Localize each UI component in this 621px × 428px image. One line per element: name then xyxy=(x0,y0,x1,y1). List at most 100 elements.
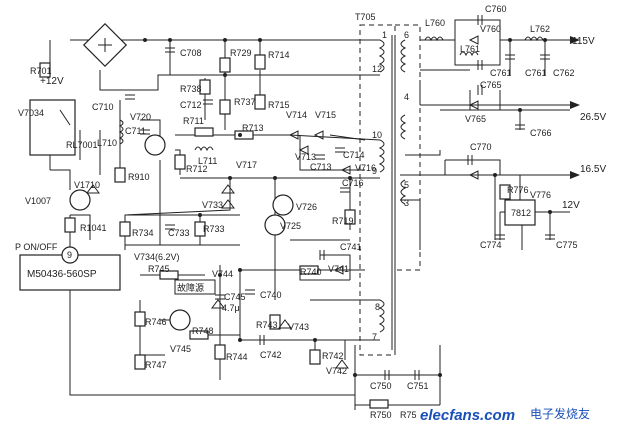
inductor-symbols xyxy=(118,36,544,152)
label-R742: R742 xyxy=(322,351,344,361)
label-V726: V726 xyxy=(296,202,317,212)
label-V776: V776 xyxy=(530,190,551,200)
label-C712: C712 xyxy=(180,100,202,110)
label-C714: C714 xyxy=(343,150,365,160)
label-C733: C733 xyxy=(168,228,190,238)
label-V716: V716 xyxy=(355,163,376,173)
pin-8: 8 xyxy=(375,302,380,312)
label-C708: C708 xyxy=(180,48,202,58)
label-C775: C775 xyxy=(556,240,578,250)
pin-9: 9 xyxy=(372,166,377,176)
junction-dots xyxy=(143,38,552,377)
output-arrows xyxy=(570,36,580,179)
label-R712: R712 xyxy=(186,164,208,174)
label-R747: R747 xyxy=(145,360,167,370)
rail-16v: 16.5V xyxy=(580,164,606,175)
label-V741: V741 xyxy=(328,264,349,274)
label-R714: R714 xyxy=(268,50,290,60)
label-V733: V733 xyxy=(202,200,223,210)
label-V744: V744 xyxy=(212,269,233,279)
label-R738: R738 xyxy=(180,84,202,94)
label-L762: L762 xyxy=(530,24,550,34)
pin-1: 1 xyxy=(382,30,387,40)
label-R711: R711 xyxy=(183,116,204,126)
pin-4: 4 xyxy=(404,92,409,102)
label-C774: C774 xyxy=(480,240,502,250)
label-C765: C765 xyxy=(480,80,502,90)
watermark: elecfans.com 电子发烧友 xyxy=(420,406,590,424)
rail-115v: 115V xyxy=(572,36,595,47)
label-R750: R750 xyxy=(370,410,392,420)
label-L760: L760 xyxy=(425,18,445,28)
label-R746: R746 xyxy=(145,317,167,327)
label-R715: R715 xyxy=(268,100,290,110)
label-R751: R75 xyxy=(400,410,417,420)
label-C716: C716 xyxy=(342,178,364,188)
diode-symbols xyxy=(30,35,479,369)
label-L711: L711 xyxy=(198,156,217,166)
label-V765: V765 xyxy=(465,114,486,124)
label-C711: C711 xyxy=(125,126,146,136)
label-V715: V715 xyxy=(315,110,336,120)
label-T705: T705 xyxy=(355,12,376,22)
transformer-T705 xyxy=(359,24,421,356)
label-C745: C745 xyxy=(224,292,246,302)
label-R745: R745 xyxy=(148,264,170,274)
label-V734: V734(6.2V) xyxy=(134,252,180,262)
label-C761a: C761 xyxy=(490,68,512,78)
label-C761b: C761 xyxy=(525,68,547,78)
label-C710: C710 xyxy=(92,102,114,112)
label-R910: R910 xyxy=(128,172,150,182)
label-V720: V720 xyxy=(130,112,151,122)
c745-value: 4.7μ xyxy=(222,303,240,313)
label-C742: C742 xyxy=(260,350,282,360)
regulator-7812 xyxy=(504,199,536,226)
label-R776: R776 xyxy=(507,185,529,195)
label-V1007: V1007 xyxy=(25,196,51,206)
label-V725: V725 xyxy=(280,221,301,231)
controller-label: M50436-560SP xyxy=(27,269,97,280)
label-R713: R713 xyxy=(242,123,264,133)
labels: T705 1 12 10 9 6 4 5 3 8 7 115V 26.5V 16… xyxy=(15,4,606,420)
label-V760: V760 xyxy=(480,24,501,34)
label-L710: L710 xyxy=(97,138,117,148)
pin-10: 10 xyxy=(372,130,382,140)
label-V717: V717 xyxy=(236,160,257,170)
label-C760: C760 xyxy=(485,4,507,14)
fault-label: 故障源 xyxy=(177,282,204,293)
pin-7: 7 xyxy=(372,332,377,342)
pin-12: 12 xyxy=(372,64,382,74)
label-V745: V745 xyxy=(170,344,191,354)
label-C762: C762 xyxy=(553,68,575,78)
label-V742: V742 xyxy=(326,366,347,376)
label-C741: C741 xyxy=(340,242,362,252)
rail-26v: 26.5V xyxy=(580,112,606,123)
capacitor-symbols xyxy=(125,15,555,380)
pon-label: P ON/OFF xyxy=(15,242,58,252)
label-V714: V714 xyxy=(286,110,307,120)
bridge-rectifier xyxy=(82,22,128,68)
label-R719: R719 xyxy=(332,216,354,226)
label-V743: V743 xyxy=(288,322,309,332)
label-RL7001: RL7001 xyxy=(66,140,98,150)
label-R729: R729 xyxy=(230,48,252,58)
label-C740: C740 xyxy=(260,290,282,300)
resistor-symbols xyxy=(39,54,511,409)
label-R748: R748 xyxy=(192,326,214,336)
transistor-symbols xyxy=(69,134,294,331)
label-R744: R744 xyxy=(226,352,248,362)
rail-12v: 12V xyxy=(562,200,580,211)
watermark-site: elecfans.com xyxy=(420,407,515,424)
label-R737: R737 xyxy=(234,97,256,107)
watermark-cn: 电子发烧友 xyxy=(530,406,590,421)
label-C750: C750 xyxy=(370,381,392,391)
label-V1710: V1710 xyxy=(74,180,100,190)
label-C751: C751 xyxy=(407,381,429,391)
label-R701: R701 xyxy=(30,66,52,76)
label-R734: R734 xyxy=(132,228,154,238)
label-C770: C770 xyxy=(470,142,492,152)
label-L761: L761 xyxy=(460,44,480,54)
label-R740: R740 xyxy=(300,267,322,277)
label-R733: R733 xyxy=(203,224,225,234)
